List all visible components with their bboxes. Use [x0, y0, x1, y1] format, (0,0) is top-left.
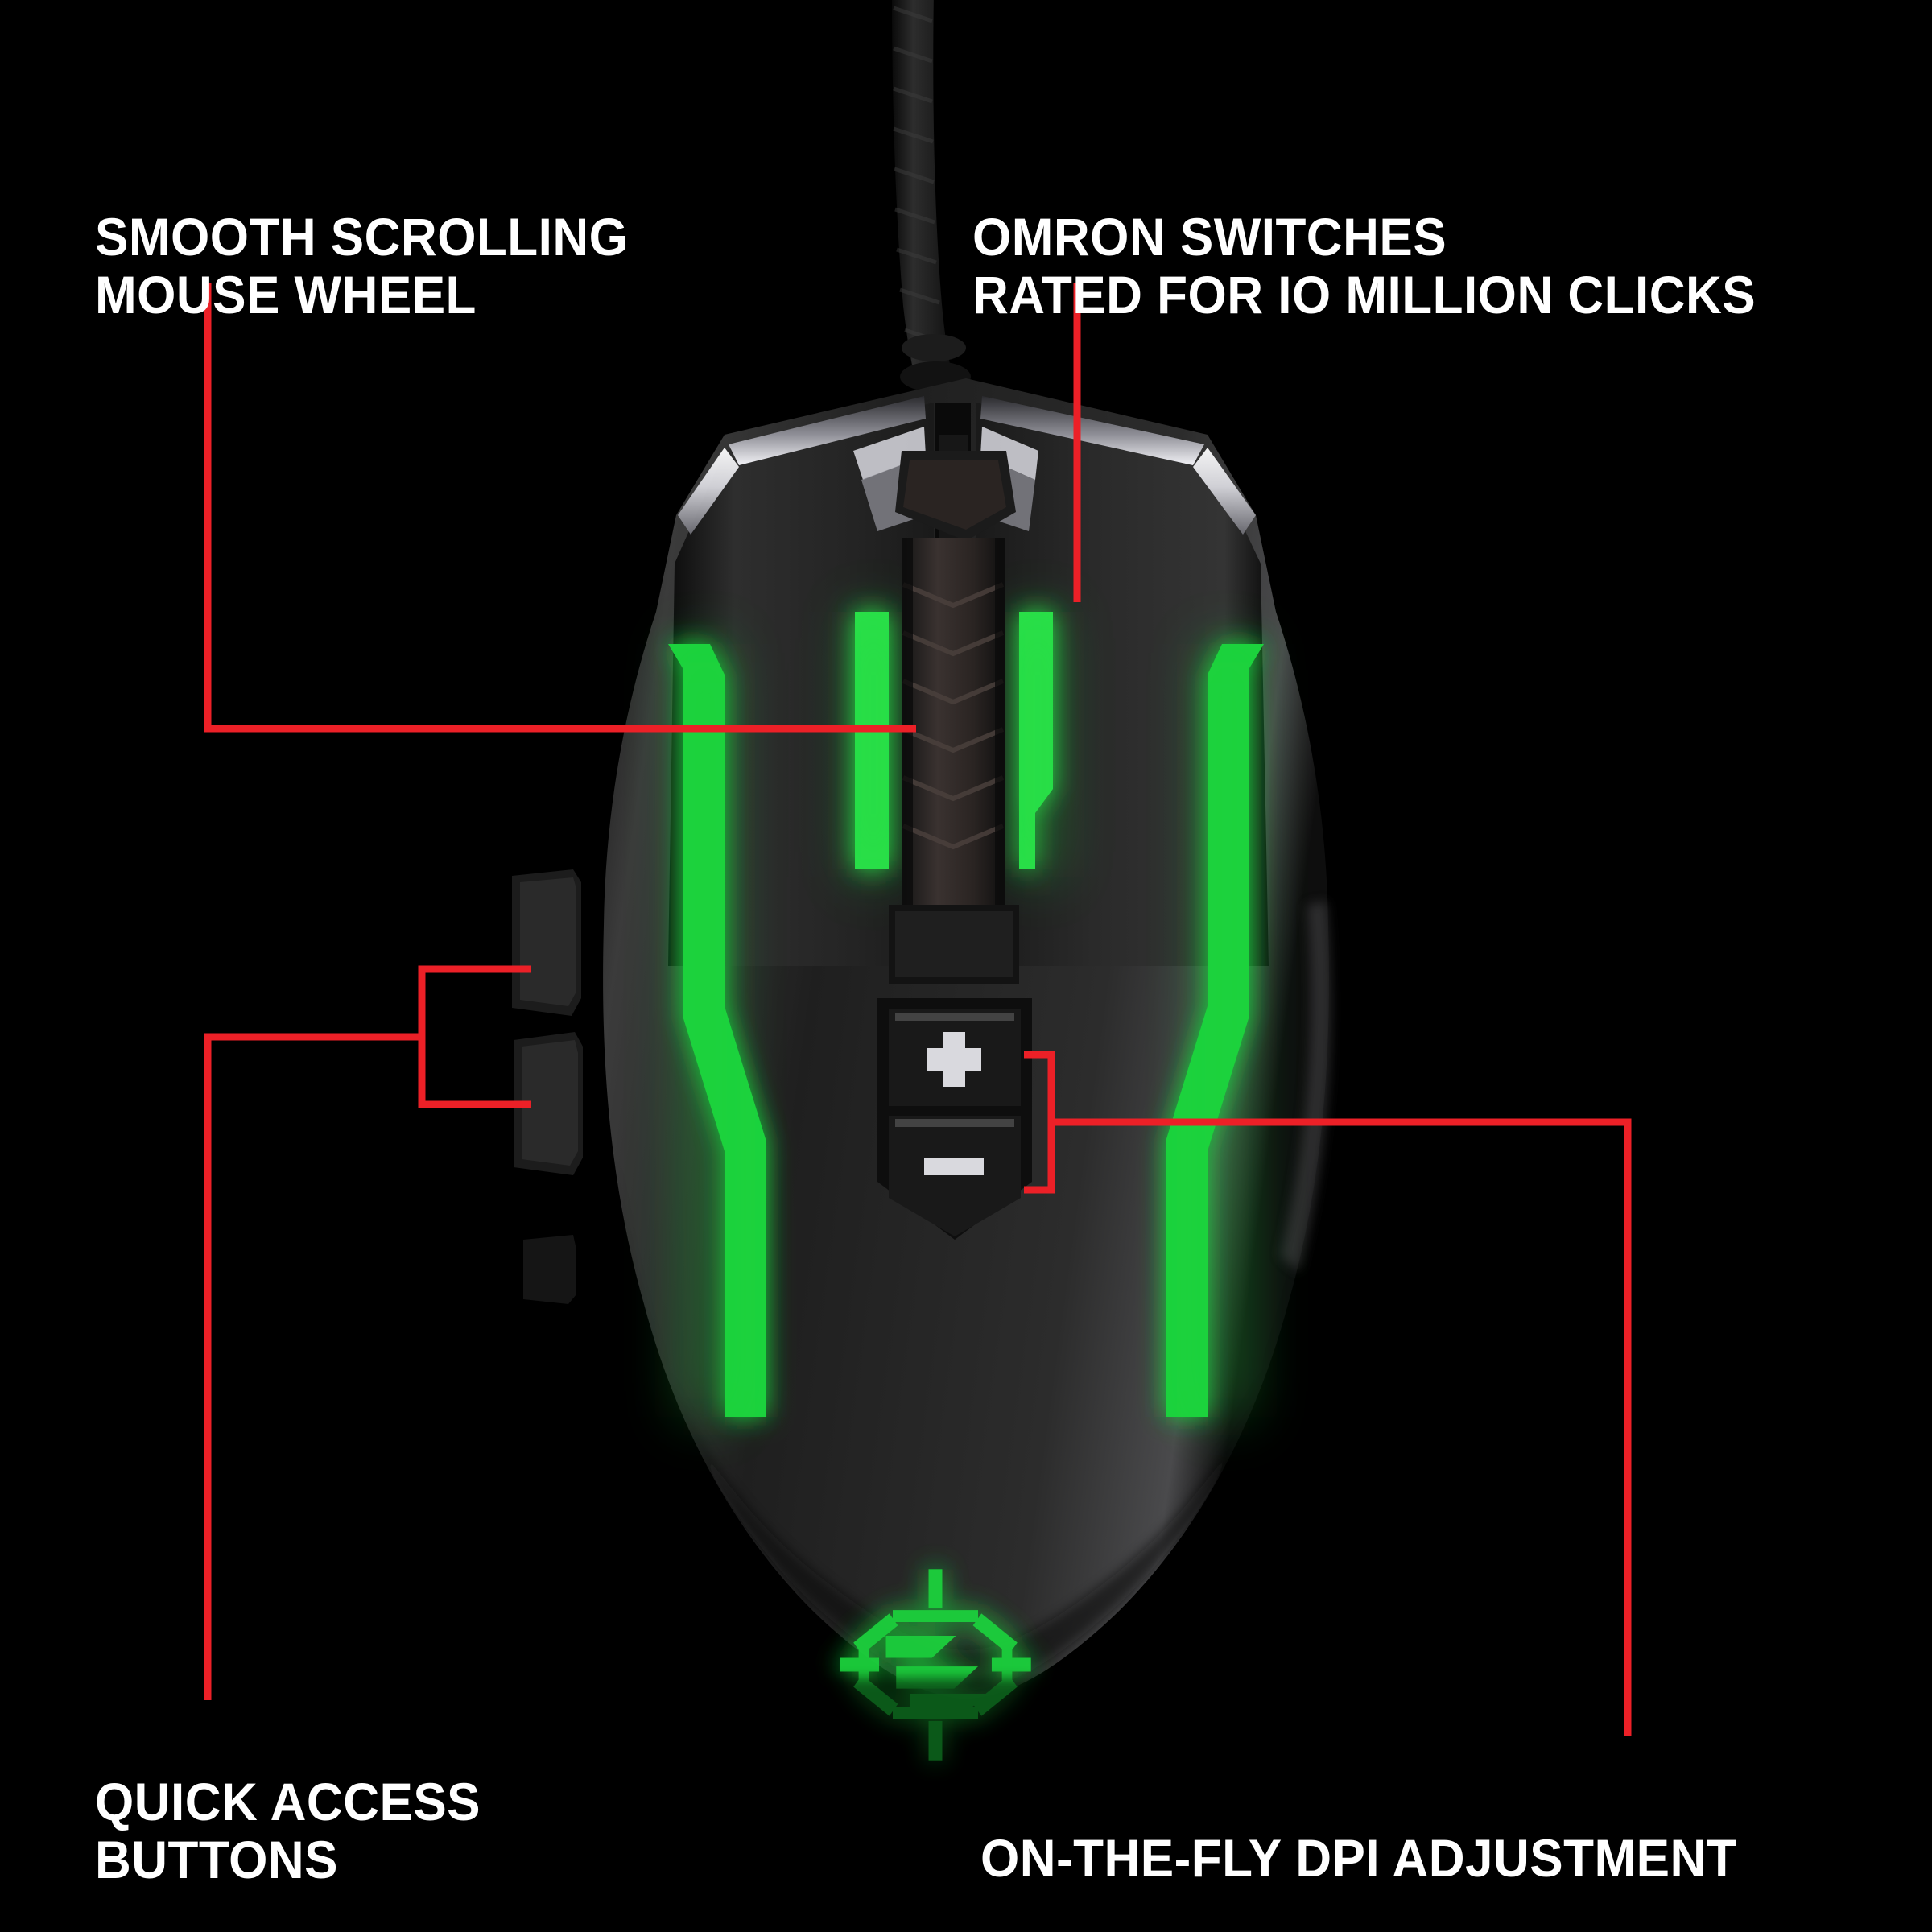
callout-omron-switches: OMRON SWITCHES RATED FOR IO MILLION CLIC… — [972, 151, 1756, 381]
callout-omron-line1: OMRON SWITCHES — [972, 207, 1447, 267]
callout-quick-access-line1: QUICK ACCESS — [95, 1772, 481, 1832]
callout-dpi-line1: ON-THE-FLY DPI ADJUSTMENT — [980, 1828, 1738, 1889]
side-grip-notch — [523, 1235, 576, 1304]
scroll-wheel[interactable] — [889, 538, 1019, 984]
dpi-buttons[interactable] — [877, 998, 1032, 1240]
plus-icon — [927, 1032, 981, 1087]
side-buttons[interactable] — [512, 869, 583, 1304]
callout-omron-line2: RATED FOR IO MILLION CLICKS — [972, 264, 1757, 324]
callout-smooth-scrolling: SMOOTH SCROLLING MOUSE WHEEL — [95, 151, 628, 381]
chrome-accent-right — [980, 396, 1204, 465]
led-ambient-glow — [681, 612, 1251, 1417]
callout-quick-access-buttons: QUICK ACCESS BUTTONS — [95, 1716, 481, 1932]
callout-smooth-scrolling-line1: SMOOTH SCROLLING — [95, 207, 629, 267]
callout-dpi-adjustment: ON-THE-FLY DPI ADJUSTMENT — [980, 1773, 1737, 1888]
dpi-decrease-button — [889, 1116, 1021, 1236]
minus-icon — [924, 1158, 984, 1175]
callout-quick-access-line2: BUTTONS — [95, 1829, 339, 1889]
callout-smooth-scrolling-line2: MOUSE WHEEL — [95, 264, 477, 324]
